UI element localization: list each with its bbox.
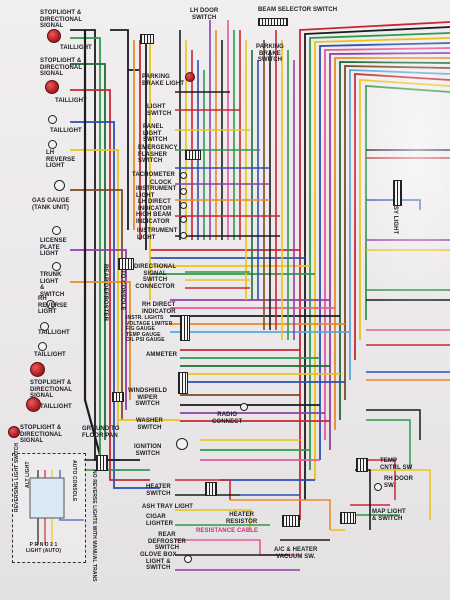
ignition-switch-label: IGNITION SWITCH	[134, 444, 162, 457]
rear-harness	[70, 29, 180, 489]
rh-door-switch-label: RH DOOR SW.	[384, 476, 414, 489]
lamp-icon	[30, 362, 45, 377]
connector-icon	[340, 512, 356, 524]
light-switch-label: LIGHT SWITCH	[147, 104, 172, 117]
heater-switch-label: HEATER SWITCH	[146, 484, 171, 497]
switch-icon	[374, 483, 382, 491]
taillight-2-label: TAILLIGHT	[55, 98, 87, 104]
directional-signal-switch-label: DIRECTIONAL SIGNAL SWITCH CONNECTOR	[134, 264, 177, 290]
panel-light-switch-label: PANEL LIGHT SWITCH	[143, 124, 168, 144]
stoplight-directional-4-label: STOPLIGHT & DIRECTIONAL SIGNAL	[20, 425, 63, 445]
taillight-3-label: TAILLIGHT	[50, 128, 82, 134]
switch-icon	[176, 438, 188, 450]
bulb-icon	[184, 555, 192, 563]
connector-icon	[393, 180, 402, 206]
console-inset	[12, 453, 86, 563]
resistance-cable-label: RESISTANCE CABLE	[196, 528, 259, 534]
lh-door-switch-label: LH DOOR SWITCH	[190, 8, 219, 21]
lamp-icon	[45, 80, 59, 94]
connector-icon	[282, 515, 300, 527]
stoplight-directional-2-label: STOPLIGHT & DIRECTIONAL SIGNAL	[40, 58, 83, 78]
washer-switch-label: WASHER SWITCH	[136, 418, 163, 431]
alt-light-label: ALT LIGHT	[25, 461, 31, 488]
instr-lights-label: INSTR. LIGHTS VOLTAGE LIMITER F/G GAUGE …	[126, 315, 173, 344]
bulb-icon	[180, 188, 187, 195]
connector-icon	[205, 482, 217, 496]
glove-box-light-label: GLOVE BOX LIGHT & SWITCH	[140, 552, 177, 572]
connector-icon	[112, 392, 124, 402]
bulb-icon	[46, 300, 55, 309]
bulb-icon	[48, 115, 57, 124]
bulb-icon	[40, 322, 49, 331]
reversing-switch-label: REVERSING LIGHT SWITCH	[14, 442, 20, 512]
lh-direct-indicator-label: LH DIRECT INDICATOR	[138, 199, 172, 212]
rh-direct-indicator-label: RH DIRECT INDICATOR	[142, 302, 176, 315]
taillight-5-label: TAILLIGHT	[34, 352, 66, 358]
gauge-icon	[54, 180, 65, 191]
inset-wires	[29, 459, 120, 545]
bulb-icon	[180, 232, 187, 239]
ac-heater-vacuum-sw-label: A/C & HEATER VACUUM SW.	[274, 547, 318, 560]
auto-console-label: AUTO CONSOLE	[71, 460, 77, 502]
lamp-icon	[26, 397, 41, 412]
stoplight-directional-3-label: STOPLIGHT & DIRECTIONAL SIGNAL	[30, 380, 73, 400]
connector-icon	[140, 34, 154, 44]
parking-brake-light-label: PARKING BRAKE LIGHT	[142, 74, 185, 87]
rh-reverse-light-label: RH REVERSE LIGHT	[38, 296, 68, 316]
instrument-light-label: INSTRUMENT LIGHT	[136, 186, 177, 199]
cigar-lighter-label: CIGAR LIGHTER	[146, 514, 174, 527]
map-light-switch-label: MAP LIGHT & SWITCH	[372, 509, 406, 522]
connector-icon	[96, 455, 108, 471]
radio-connector-label: RADIO CONNECT	[212, 412, 243, 425]
bulb-icon	[52, 226, 61, 235]
clock-label: CLOCK	[150, 180, 172, 186]
parking-brake-switch-label: PARKING BRAKE SWITCH	[256, 44, 284, 64]
trunk-light-switch-label: TRUNK LIGHT & SWITCH	[40, 272, 65, 298]
connector-icon	[185, 150, 201, 160]
taillight-1-label: TAILLIGHT	[60, 45, 92, 51]
bulb-icon	[38, 342, 47, 351]
tachometer-label: TACHOMETER	[132, 172, 175, 178]
ash-tray-light-label: ASH TRAY LIGHT	[142, 504, 194, 510]
instrument-light-2-label: INSTRUMENT LIGHT	[137, 228, 178, 241]
windshield-wiper-switch-label: WINDSHIELD WIPER SWITCH	[128, 388, 167, 408]
instrument-wires	[175, 20, 295, 340]
connector-icon	[258, 18, 288, 26]
stoplight-directional-1-label: STOPLIGHT & DIRECTIONAL SIGNAL	[40, 10, 83, 30]
lamp-icon	[8, 426, 20, 438]
ammeter-label: AMMETER	[146, 352, 178, 358]
bulb-icon	[180, 216, 187, 223]
bulb-icon	[52, 262, 61, 271]
taillight-6-label: TAILLIGHT	[40, 404, 72, 410]
beam-selector-switch-label: BEAM SELECTOR SWITCH	[258, 7, 338, 13]
connector-icon	[180, 315, 190, 341]
rear-defroster-label: REAR DEFROSTER	[102, 264, 108, 322]
rear-defroster-switch-label: REAR DEFROSTER SWITCH	[148, 532, 186, 552]
heater-resistor-label: HEATER RESISTOR	[226, 512, 258, 525]
high-beam-indicator-label: HIGH BEAM INDICATOR	[136, 212, 172, 225]
connector-icon	[118, 258, 134, 270]
taillight-4-label: TAILLIGHT	[38, 330, 70, 336]
connector-icon	[178, 372, 188, 394]
to-console-label: TO CONSOLE	[119, 270, 125, 311]
lamp-icon	[47, 29, 61, 43]
connector-icon	[356, 458, 368, 472]
prndl-light-label: P R N D 2 1 LIGHT (AUTO)	[26, 542, 61, 554]
emergency-flasher-switch-label: EMERGENCY FLASHER SWITCH	[138, 145, 178, 165]
no-reverse-manual-label: NO REVERSE LIGHTS WITH MANUAL TRANS	[91, 470, 97, 582]
bulb-icon	[48, 140, 57, 149]
lamp-icon	[185, 72, 195, 82]
lh-reverse-light-label: LH REVERSE LIGHT	[46, 150, 76, 170]
right-bundle	[299, 21, 450, 520]
gas-gauge-label: GAS GAUGE (TANK UNIT)	[32, 198, 70, 211]
temp-cntrl-sw-label: TEMP CNTRL SW	[380, 458, 413, 471]
bulb-icon	[180, 172, 187, 179]
license-plate-light-label: LICENSE PLATE LIGHT	[40, 238, 67, 258]
ground-to-floor-pan-label: GROUND TO FLOOR PAN	[82, 426, 120, 439]
bulb-icon	[180, 202, 187, 209]
ground-icon	[240, 403, 248, 411]
